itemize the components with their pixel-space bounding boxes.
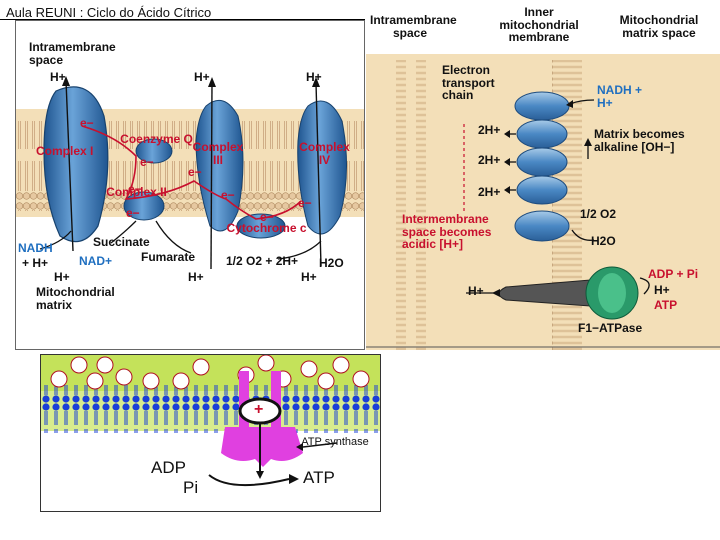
title-rule (0, 19, 365, 20)
complex-iii-label: Complex III (192, 140, 244, 167)
proton-group (50, 355, 370, 390)
fumarate-label: Fumarate (141, 250, 196, 264)
half-o2-label: 1/2 O2 + 2H+ (226, 254, 299, 268)
electron-label-5: e− (221, 188, 235, 202)
h-plus-label-4: H+ (54, 270, 70, 284)
coenzyme-q-label: Coenzyme Q (120, 132, 193, 146)
inner-membrane-graphic (366, 54, 720, 350)
h2o-label: H2O (591, 234, 616, 248)
electron-label-6: e− (298, 196, 312, 210)
header-intermembrane-label: Intramembrane space (370, 13, 457, 40)
electron-label-2: e− (140, 155, 154, 169)
slide-title: Aula REUNI : Ciclo do Ácido Cítrico (6, 5, 212, 20)
f1-atpase-label: F1−ATPase (578, 321, 643, 335)
complex-ii-label: Complex II (106, 185, 167, 199)
atp-synthase-graphic (41, 355, 380, 511)
two-h-label-3: 2H+ (478, 185, 501, 199)
nadh-label: NADH (18, 241, 53, 255)
electron-label-7: e− (126, 206, 140, 220)
h-plus-label-5: H+ (188, 270, 204, 284)
intermembrane-space-label: Intramembrane space (29, 40, 116, 67)
two-h-label-1: 2H+ (478, 123, 501, 137)
h-plus-matrix-label: H+ (654, 283, 670, 297)
acidic-label: Intermembrane space becomes acidic [H+] (402, 212, 492, 252)
electron-transport-label: Electron transport chain (442, 63, 495, 103)
complex-i-label: Complex I (36, 144, 94, 158)
half-o2-label: 1/2 O2 (580, 207, 617, 221)
nadh-plus-label: + H+ (22, 256, 49, 270)
header-inner-membrane-label: Inner mitochondrial membrane (499, 5, 579, 45)
nadh-label: NADH + H+ (597, 83, 643, 110)
h-plus-label: H+ (468, 284, 484, 298)
matrix-alkaline-label: Matrix becomes alkaline [OH−] (594, 127, 685, 154)
h2o-label: H2O (319, 256, 344, 270)
atp-synthase-label: ATP synthase (301, 436, 369, 448)
two-h-label-2: 2H+ (478, 153, 501, 167)
membrane-gradient-diagram: Intramembrane space Inner mitochondrial … (366, 4, 720, 350)
atp-synthase-diagram: + ATP synthase ADP Pi ATP (40, 354, 381, 512)
electron-label-3: e− (188, 165, 202, 179)
nad-plus-label: NAD+ (79, 254, 113, 268)
mitochondrial-matrix-label: Mitochondrial matrix (36, 285, 115, 312)
h-plus-label-1: H+ (50, 70, 66, 84)
electron-label-1: e− (80, 116, 94, 130)
atp-label: ATP (654, 298, 678, 312)
h-plus-label-3: H+ (306, 70, 322, 84)
atp-product-label: ATP (303, 468, 335, 487)
succinate-label: Succinate (93, 235, 150, 249)
complex-iv-label: Complex IV (299, 140, 350, 167)
membrane-graphic (16, 76, 364, 270)
h-plus-label-2: H+ (194, 70, 210, 84)
proton-plus-sign: + (254, 401, 264, 418)
electron-label-4: e− (128, 182, 142, 196)
adp-label: ADP (151, 458, 186, 477)
cytochrome-c-label: Cytochrome c (226, 221, 307, 235)
h-plus-label-6: H+ (301, 270, 317, 284)
pi-label: Pi (183, 478, 199, 497)
adp-pi-label: ADP + Pi (648, 267, 699, 281)
header-matrix-label: Mitochondrial matrix space (619, 14, 699, 40)
electron-transport-diagram: Intramembrane space H+ H+ H+ e− Complex … (15, 20, 365, 350)
electron-label-8: e− (260, 210, 274, 224)
